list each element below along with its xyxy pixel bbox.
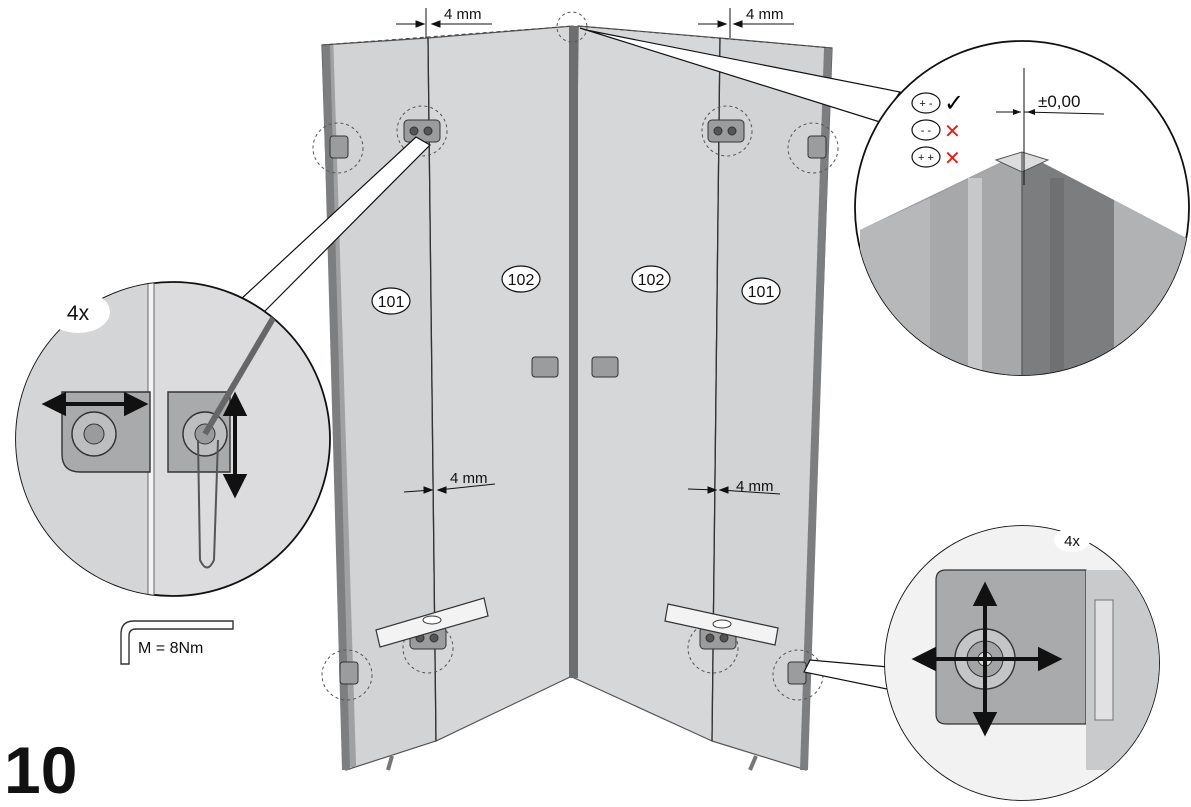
corner-detail-circle: ±0,00 + - ✓ - - ✕ + + ✕ — [854, 40, 1190, 376]
panel-left-inner — [427, 25, 574, 742]
spirit-level-left — [375, 597, 489, 648]
part-label-left-outer: 101 — [378, 294, 405, 311]
gap-mid-left-label: 4 mm — [450, 470, 488, 487]
spirit-level-right — [664, 603, 779, 646]
allen-key-icon — [120, 620, 234, 665]
gap-dimensions — [396, 8, 794, 495]
part-labels: 101 102 102 101 — [371, 265, 781, 315]
highlight-circles — [312, 11, 839, 701]
part-label-right-outer: 101 — [748, 284, 775, 301]
legend-ok-mark: ✓ — [944, 89, 964, 117]
step-number: 10 — [4, 733, 77, 807]
hinge-detail-circle: 4x — [15, 281, 331, 597]
foot-detail-circle: 4x — [884, 525, 1160, 801]
hinge-detail-count: 4x — [67, 302, 90, 325]
legend-plus-minus: + - — [919, 98, 932, 110]
alignment-legend: + - ✓ - - ✕ + + ✕ — [911, 89, 964, 170]
wall-profile-right — [800, 48, 832, 770]
panel-hinges — [329, 119, 827, 685]
legend-bad-mark-1: ✕ — [944, 119, 961, 143]
gap-top-left-label: 4 mm — [444, 6, 482, 23]
torque-label: M = 8Nm — [138, 640, 203, 657]
part-label-left-inner: 102 — [508, 272, 535, 289]
gap-top-right-label: 4 mm — [746, 6, 784, 23]
panel-right-inner — [571, 25, 721, 742]
part-label-right-inner: 102 — [638, 272, 665, 289]
legend-minus-minus: - - — [921, 125, 932, 137]
legend-bad-mark-2: ✕ — [944, 146, 961, 170]
corner-profile — [569, 26, 578, 678]
legend-plus-plus: + + — [918, 152, 934, 164]
shower-panels — [321, 25, 833, 771]
corner-tolerance-label: ±0,00 — [1038, 92, 1080, 111]
gap-mid-right-label: 4 mm — [736, 478, 774, 495]
foot-detail-count: 4x — [1064, 533, 1080, 550]
